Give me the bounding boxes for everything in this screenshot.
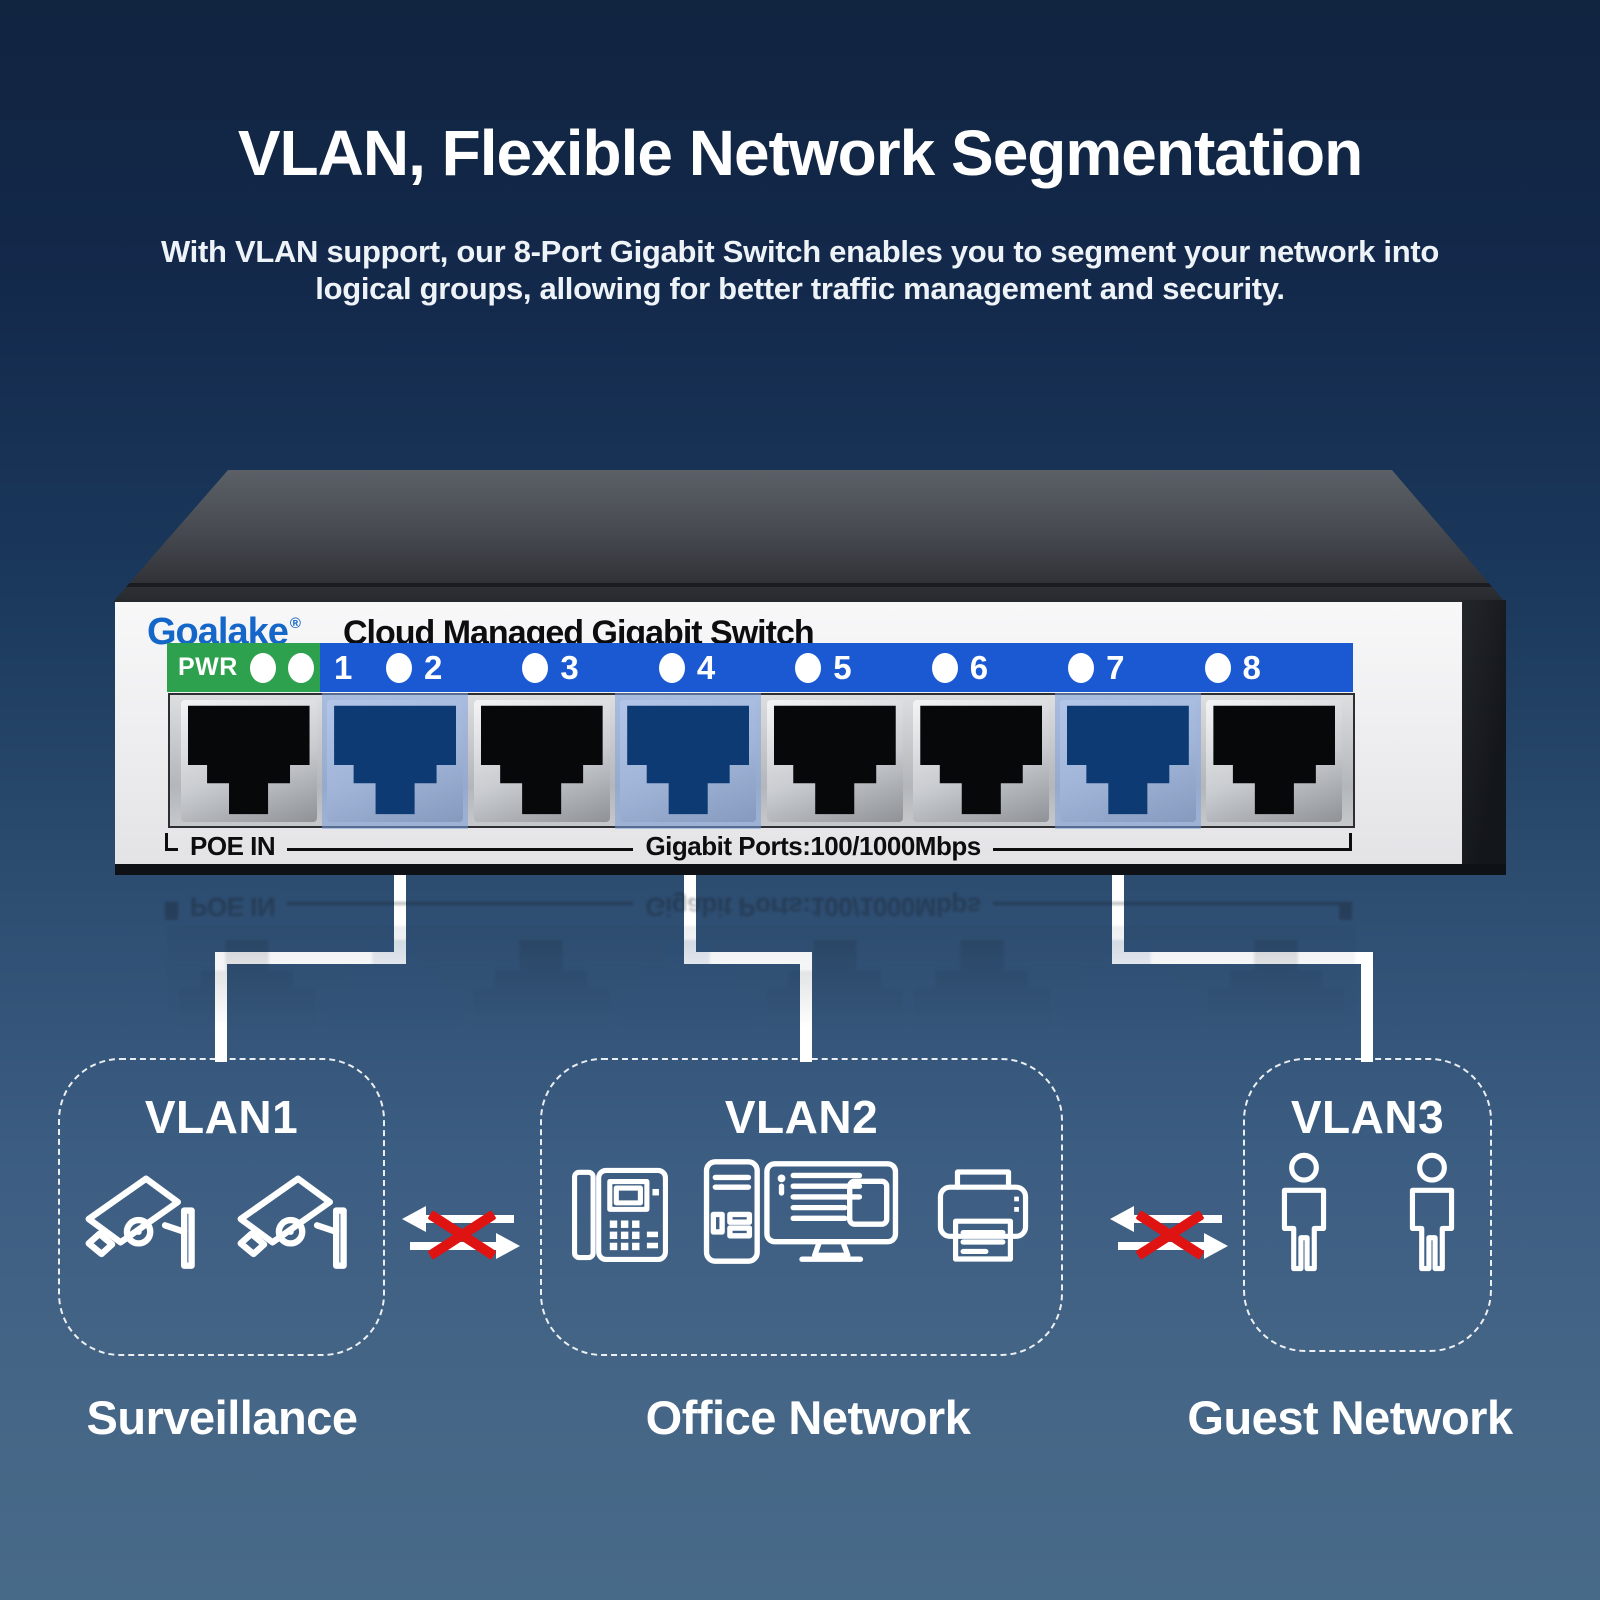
port-5-number: 5 (833, 648, 852, 686)
reflection-labels-row: POE IN Gigabit Ports:100/1000Mbps (165, 892, 1352, 923)
vlan1-caption: Surveillance (86, 1391, 358, 1444)
lid-groove-line (125, 583, 1493, 587)
led-strip: PWR 1 2 3 4 5 6 7 8 (167, 643, 1353, 692)
port-7-led-icon (1068, 652, 1095, 683)
port-1-led-icon (287, 652, 314, 683)
port-8-led-icon (1204, 652, 1231, 683)
rj45-jack-icon (1213, 705, 1336, 815)
port-7 (1054, 692, 1201, 829)
port-5 (766, 699, 903, 822)
right-bracket-icon (1339, 833, 1352, 851)
switch-base-shadow (115, 864, 1506, 875)
port-bezel (168, 692, 1355, 829)
rj45-jack-icon (920, 705, 1043, 815)
vlan1-icons (60, 1166, 383, 1272)
port-3-led-icon (522, 652, 549, 683)
reflection-port-bezel (168, 926, 1355, 1061)
port-2-led-icon (386, 652, 412, 683)
port-7-number: 7 (1106, 648, 1125, 686)
vlan3-group-box: VLAN3 (1243, 1058, 1492, 1352)
arrow-left-icon (402, 1206, 514, 1232)
port-8-led-group: 8 (1204, 648, 1341, 687)
port-1-poe-in (180, 699, 317, 822)
cctv-camera-icon (85, 1175, 195, 1269)
ip-phone-icon (571, 1167, 668, 1262)
port-6-led-group: 6 (931, 648, 1068, 687)
switch-right-side (1462, 600, 1506, 868)
rj45-jack-icon (773, 705, 896, 815)
port-4-led-icon (658, 652, 685, 683)
port-8-number: 8 (1242, 648, 1261, 686)
blocked-traffic-icon-vlan1-vlan2 (402, 1206, 520, 1260)
port-7-led-group: 7 (1068, 649, 1204, 687)
reflection-gigabit-ports-label: Gigabit Ports:100/1000Mbps (645, 892, 981, 923)
vlan1-title: VLAN1 (144, 1091, 299, 1143)
vlan3-connector-vertical-to-box (1361, 952, 1373, 1062)
port-8 (1206, 699, 1343, 822)
vlan3-title: VLAN3 (1290, 1091, 1445, 1143)
port-6 (913, 699, 1050, 822)
power-led-icon (249, 652, 276, 683)
poe-in-label: POE IN (190, 830, 276, 861)
rj45-jack-icon (480, 705, 603, 815)
port-3 (473, 699, 610, 822)
vlan2-connector-horizontal (684, 952, 812, 964)
switch-top-lid (113, 470, 1505, 602)
person-icon (1409, 1152, 1454, 1272)
desktop-computer-icon (703, 1159, 898, 1264)
port-4 (615, 692, 762, 829)
person-icon (1281, 1152, 1326, 1272)
vlan2-group-box: VLAN2 (540, 1058, 1063, 1356)
port-6-led-icon (931, 652, 958, 683)
vlan2-title: VLAN2 (724, 1091, 879, 1143)
page-subtitle: With VLAN support, our 8-Port Gigabit Sw… (0, 233, 1600, 307)
vlan2-caption: Office Network (645, 1391, 971, 1444)
blocked-traffic-icon-vlan2-vlan3 (1110, 1206, 1228, 1260)
subtitle-line-1: With VLAN support, our 8-Port Gigabit Sw… (160, 234, 1439, 269)
switch-reflection: POE IN Gigabit Ports:100/1000Mbps (115, 876, 1462, 1061)
port-5-led-group: 5 (795, 649, 931, 687)
vlan1-group-box: VLAN1 (58, 1058, 385, 1356)
registered-trademark-icon: ® (289, 615, 301, 632)
rj45-jack-icon (187, 705, 310, 815)
port-1-number: 1 (334, 648, 353, 686)
pwr-label: PWR (178, 653, 238, 681)
port-led-strip: 1 2 3 4 5 6 7 8 (320, 643, 1353, 692)
port-3-number: 3 (560, 648, 579, 686)
port-4-number: 4 (696, 648, 716, 686)
vlan3-icons (1245, 1152, 1490, 1276)
vlan2-icons (542, 1156, 1061, 1268)
power-led-block: PWR (167, 643, 320, 692)
arrow-left-icon (1110, 1206, 1222, 1232)
left-bracket-icon (165, 833, 178, 851)
vlan3-caption: Guest Network (1187, 1391, 1513, 1444)
page-title: VLAN, Flexible Network Segmentation (237, 117, 1363, 189)
switch-front: Goalake ® Cloud Managed Gigabit Switch P… (115, 602, 1462, 866)
port-3-led-group: 3 (522, 649, 658, 687)
reflection-poe-in-label: POE IN (190, 892, 276, 923)
vlan3-connector-horizontal (1112, 952, 1373, 964)
port-2-led-group: 2 (386, 649, 522, 687)
port-2 (322, 692, 469, 829)
printer-icon (937, 1169, 1028, 1262)
subtitle-line-2: logical groups, allowing for better traf… (315, 271, 1285, 306)
port-2-number: 2 (424, 648, 443, 686)
front-labels-row: POE IN Gigabit Ports:100/1000Mbps (165, 830, 1352, 861)
port-5-led-icon (795, 652, 822, 683)
gigabit-ports-label: Gigabit Ports:100/1000Mbps (645, 830, 981, 861)
port-6-number: 6 (969, 648, 989, 686)
port-4-led-group: 4 (658, 648, 795, 687)
cctv-camera-icon (237, 1175, 347, 1269)
